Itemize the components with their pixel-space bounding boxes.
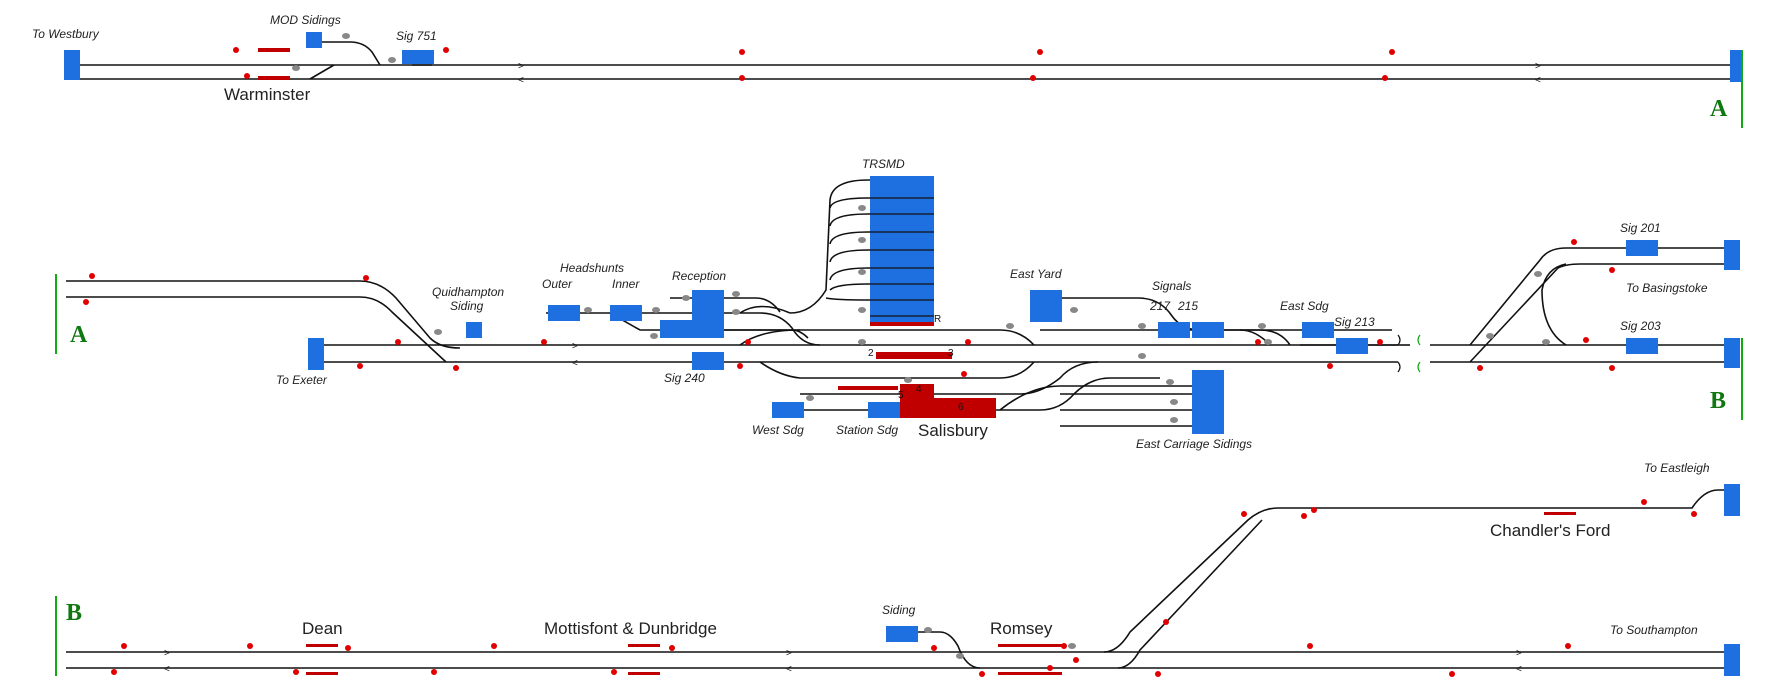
salisbury-platforms <box>838 322 952 390</box>
mod-sidings-label: MOD Sidings <box>270 13 341 27</box>
salisbury-label: Salisbury <box>918 421 988 440</box>
platform-4-label: 4 <box>916 384 922 395</box>
row1-platforms <box>258 48 290 80</box>
outer-label: Outer <box>542 277 573 291</box>
row-westbury <box>70 41 1738 80</box>
svg-text:>: > <box>164 648 170 659</box>
trsmd-sheds <box>870 176 934 324</box>
row3-blocks <box>886 484 1740 676</box>
row3-platforms <box>306 512 1576 675</box>
west-sdg-label: West Sdg <box>752 423 804 437</box>
svg-text:<: < <box>1535 75 1541 86</box>
svg-text:<: < <box>786 664 792 675</box>
row3-tracks <box>66 489 1738 669</box>
platform-r-label: R <box>934 314 941 325</box>
quidhampton-label: Quidhampton <box>432 285 504 299</box>
svg-text:>: > <box>1535 61 1541 72</box>
chandlers-ford-label: Chandler's Ford <box>1490 521 1610 540</box>
salisbury-arrows: > < <box>572 341 578 369</box>
headshunts-label: Headshunts <box>560 261 624 275</box>
signals-label: Signals <box>1152 279 1191 293</box>
svg-text:>: > <box>572 341 578 352</box>
romsey-label: Romsey <box>990 619 1053 638</box>
sig-213-label: Sig 213 <box>1334 315 1375 329</box>
svg-text:<: < <box>518 75 524 86</box>
svg-text:>: > <box>518 61 524 72</box>
row1-blocks <box>64 32 1742 82</box>
basingstoke-signals <box>1477 239 1615 371</box>
salisbury-station-blocks <box>900 384 996 418</box>
section-a-start-label: A <box>70 322 88 348</box>
row1-arrows: > < > < <box>518 61 1541 86</box>
sig-217-label: 217 <box>1149 299 1171 313</box>
row3-signals <box>111 499 1697 677</box>
sig-201-label: Sig 201 <box>1620 221 1661 235</box>
salisbury-tracks <box>66 179 1400 427</box>
platform-5-label: 5 <box>898 390 904 401</box>
warminster-label: Warminster <box>224 85 311 104</box>
svg-text:>: > <box>786 648 792 659</box>
svg-text:<: < <box>164 664 170 675</box>
platform-2-label: 2 <box>868 348 874 359</box>
section-a-end-label: A <box>1710 96 1728 122</box>
to-southampton-label: To Southampton <box>1610 623 1698 637</box>
sig-240-label: Sig 240 <box>664 371 705 385</box>
sig-215-label: 215 <box>1177 299 1198 313</box>
row1-points <box>292 33 396 71</box>
sig-751-label: Sig 751 <box>396 29 437 43</box>
station-sdg-label: Station Sdg <box>836 423 898 437</box>
reception-label: Reception <box>672 269 726 283</box>
mottisfont-dunbridge-label: Mottisfont & Dunbridge <box>544 619 717 638</box>
row3-points <box>924 627 1076 659</box>
trsmd-label: TRSMD <box>862 157 905 171</box>
svg-text:<: < <box>1516 664 1522 675</box>
platform-3-label: 3 <box>948 348 954 359</box>
east-yard-label: East Yard <box>1010 267 1062 281</box>
east-sdg-label: East Sdg <box>1280 299 1329 313</box>
to-exeter-label: To Exeter <box>276 373 328 387</box>
inner-label: Inner <box>612 277 640 291</box>
row3-arrows: > < > < > < <box>164 648 1522 675</box>
east-carriage-sidings-label: East Carriage Sidings <box>1136 437 1252 451</box>
sig-203-label: Sig 203 <box>1620 319 1661 333</box>
row1-signals <box>233 47 1395 81</box>
dean-label: Dean <box>302 619 343 638</box>
quidhampton-siding-label: Siding <box>450 299 484 313</box>
salisbury-points <box>434 205 1272 423</box>
svg-text:<: < <box>572 358 578 369</box>
romsey-siding-label: Siding <box>882 603 916 617</box>
basingstoke-tracks <box>1397 247 1730 373</box>
to-basingstoke-label: To Basingstoke <box>1626 281 1708 295</box>
salisbury-signals <box>83 273 1383 377</box>
salisbury-blue-blocks <box>308 290 1368 434</box>
section-b-start-label: B <box>66 600 82 626</box>
section-b-end-label: B <box>1710 388 1726 414</box>
basingstoke-points <box>1486 271 1550 345</box>
svg-text:>: > <box>1516 648 1522 659</box>
to-westbury-label: To Westbury <box>32 27 100 41</box>
basingstoke-blocks <box>1626 240 1740 368</box>
to-eastleigh-label: To Eastleigh <box>1644 461 1710 475</box>
platform-6-label: 6 <box>958 402 964 413</box>
